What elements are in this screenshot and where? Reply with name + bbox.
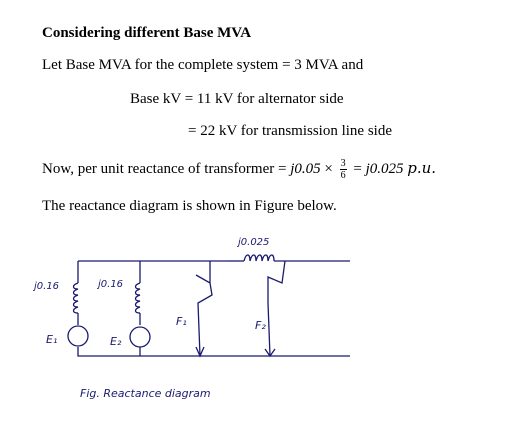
reactance-diagram: j0.16 j0.16 E₁ E₂ j0.025 F₁ F₂ Fig. Reac…: [32, 237, 350, 400]
per-unit-reactance-line: Now, per unit reactance of transformer =…: [42, 158, 436, 181]
gen1-label: E₁: [46, 333, 57, 346]
gen1-coil: [72, 282, 79, 314]
fault-f1-label: F₁: [176, 315, 187, 328]
base-mva-line: Let Base MVA for the complete system = 3…: [42, 57, 364, 73]
fraction-denominator: 6: [340, 170, 346, 181]
reactance-value: j0.05: [290, 160, 321, 177]
equals-sign: =: [349, 160, 366, 177]
fault-f2-arrow: [264, 348, 276, 358]
reactance-unit: p.u.: [407, 158, 437, 177]
reactance-result: j0.025: [365, 160, 404, 177]
reactance-prefix: Now, per unit reactance of transformer =: [42, 160, 291, 177]
gen1-reactance-label: j0.16: [32, 281, 59, 292]
transformer-reactance-label: j0.025: [236, 237, 269, 248]
gen2-label: E₂: [110, 335, 122, 348]
fault-f1-bolt: [195, 261, 213, 357]
base-kv-alternator-line: Base kV = 11 kV for alternator side: [130, 91, 344, 107]
gen2-reactance-label: j0.16: [96, 279, 123, 290]
times-sign: ×: [320, 160, 337, 177]
transformer-coil: [243, 254, 275, 262]
generator-e1: [67, 325, 89, 347]
bottom-bus-wire: [77, 347, 350, 357]
fault-f2-label: F₂: [255, 319, 266, 332]
base-kv-transmission-line: = 22 kV for transmission line side: [188, 123, 393, 139]
fault-f1-arrow: [195, 346, 205, 358]
figure-caption: Fig. Reactance diagram: [80, 387, 211, 400]
diagram-intro-line: The reactance diagram is shown in Figure…: [42, 198, 337, 214]
fraction-numerator: 3: [339, 158, 347, 170]
heading: Considering different Base MVA: [42, 25, 252, 41]
generator-e2: [129, 326, 151, 348]
fault-f2-bolt: [267, 260, 286, 357]
gen2-coil: [134, 282, 141, 314]
